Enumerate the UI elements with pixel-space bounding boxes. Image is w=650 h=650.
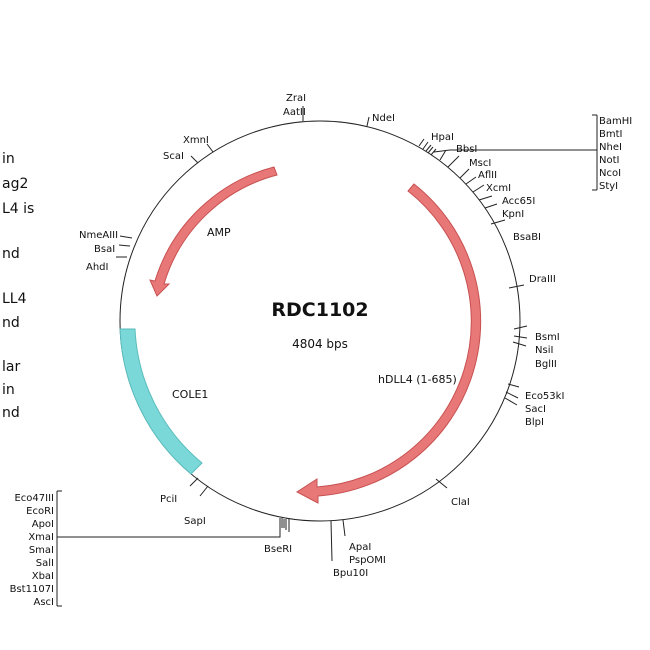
feature-hdll4	[296, 183, 482, 504]
mcs-left-site: SmaI	[29, 545, 54, 556]
mcs-left-site: ApoI	[32, 519, 54, 530]
site-label-aflii: AflII	[478, 170, 497, 181]
site-label-clai: ClaI	[451, 497, 470, 508]
side-text-line: nd	[2, 246, 20, 262]
mcs-left-site: XbaI	[32, 571, 54, 582]
side-text-line: lar	[2, 359, 21, 375]
mcs-right-site: BmtI	[599, 129, 622, 140]
mcs-left-site: SalI	[36, 558, 54, 569]
mcs-bracket-right	[592, 114, 598, 191]
plasmid-name: RDC1102	[271, 299, 368, 321]
plasmid-backbone	[119, 120, 521, 522]
site-label-eco53ki: Eco53kI	[525, 391, 564, 402]
site-label-pspomi: PspOMI	[349, 555, 386, 566]
mcs-right-site: BamHI	[599, 116, 632, 127]
site-label-sapi: SapI	[184, 516, 206, 527]
site-label-xmni: XmnI	[183, 135, 209, 146]
site-label-ndei: NdeI	[372, 113, 395, 124]
site-label-zrai: ZraI	[286, 93, 306, 104]
site-label-apai: ApaI	[349, 542, 371, 553]
site-label-draiii: DraIII	[529, 274, 556, 285]
side-text-line: nd	[2, 405, 20, 421]
site-label-bglii: BglII	[535, 359, 557, 370]
site-label-pcii: PciI	[160, 494, 177, 505]
side-text-line: in	[2, 151, 15, 167]
site-label-nmeaiii: NmeAIII	[79, 230, 118, 241]
mcs-left-site: XmaI	[28, 532, 54, 543]
site-label-bsai: BsaI	[94, 244, 115, 255]
mcs-right-site: NcoI	[599, 168, 621, 179]
site-label-bbsi: BbsI	[456, 144, 477, 155]
mcs-left-site: Eco47III	[14, 493, 54, 504]
site-label-bsmi: BsmI	[535, 332, 560, 343]
plasmid-size: 4804 bps	[292, 337, 348, 351]
feature-amp	[149, 166, 278, 297]
mcs-bracket-left	[56, 490, 62, 607]
site-label-bsabi: BsaBI	[513, 232, 541, 243]
site-label-hpai: HpaI	[431, 132, 454, 143]
site-label-kpni: KpnI	[502, 209, 524, 220]
site-label-xcmi: XcmI	[486, 183, 511, 194]
mcs-left-site: Bst1107I	[10, 584, 54, 595]
site-label-scai: ScaI	[163, 151, 184, 162]
site-label-nsii: NsiI	[535, 345, 553, 356]
site-ticks	[57, 106, 597, 562]
site-label-blpi: BlpI	[525, 417, 544, 428]
side-text-line: LL4	[2, 291, 27, 307]
side-text-line: L4 is	[2, 201, 35, 217]
feature-cole1	[119, 328, 203, 475]
site-label-ahdi: AhdI	[86, 262, 108, 273]
site-label-msci: MscI	[469, 158, 491, 169]
site-label-aatii: AatII	[283, 107, 306, 118]
feature-label-amp: AMP	[207, 226, 231, 239]
mcs-left-site: EcoRI	[26, 506, 54, 517]
site-label-bseri: BseRI	[264, 544, 292, 555]
site-label-saci: SacI	[525, 404, 546, 415]
feature-label-cole1: COLE1	[172, 388, 208, 401]
site-label-acc65i: Acc65I	[502, 196, 535, 207]
site-label-bpu10i: Bpu10I	[333, 568, 368, 579]
side-text-line: ag2	[2, 176, 29, 192]
mcs-right-site: NotI	[599, 155, 619, 166]
side-text-line: nd	[2, 315, 20, 331]
mcs-right-site: NheI	[599, 142, 622, 153]
mcs-right-site: StyI	[599, 181, 618, 192]
mcs-left-site: AscI	[34, 597, 55, 608]
side-text-line: in	[2, 382, 15, 398]
feature-label-hdll4: hDLL4 (1-685)	[378, 373, 457, 386]
